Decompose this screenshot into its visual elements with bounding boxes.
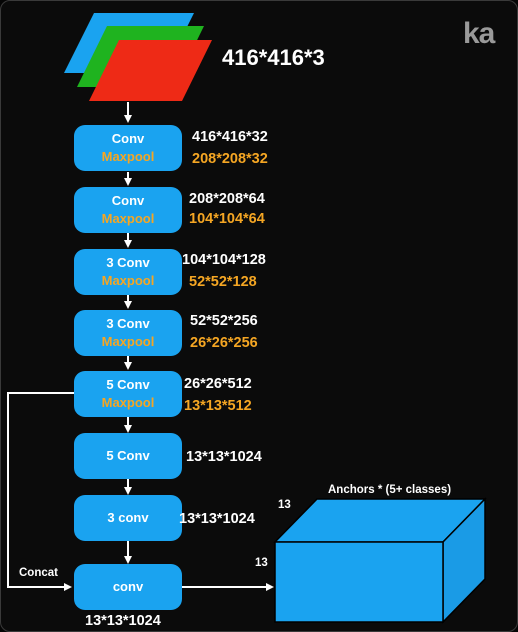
output-tensor-title: Anchors * (5+ classes) (328, 484, 452, 496)
final-conv-output: 13*13*1024 (85, 613, 161, 629)
block-7-output: 13*13*1024 (179, 511, 255, 527)
block-1-pool-label: Maxpool (101, 149, 155, 164)
conv-maxpool-block-5: 5 Conv Maxpool (74, 371, 182, 417)
block-3-output: 104*104*128 (182, 252, 266, 268)
output-tensor-cube (273, 497, 487, 624)
block-5-pool-label: Maxpool (101, 395, 155, 410)
block-4-label: 3 Conv (106, 316, 150, 331)
block-3-label: 3 Conv (106, 255, 150, 270)
output-height-label: 13 (255, 557, 268, 569)
input-dims-label: 416*416*3 (222, 45, 325, 70)
input-layer-red (89, 40, 212, 101)
conv-block-7: 3 conv (74, 495, 182, 541)
conv-maxpool-block-3: 3 Conv Maxpool (74, 249, 182, 295)
output-depth-label: 13 (278, 499, 291, 511)
block-3-pool-output: 52*52*128 (189, 274, 257, 290)
block-2-output: 208*208*64 (189, 191, 265, 207)
block-6-output: 13*13*1024 (186, 449, 262, 465)
block-5-label: 5 Conv (106, 377, 150, 392)
block-2-label: Conv (111, 193, 145, 208)
block-7-label: 3 conv (107, 510, 149, 525)
conv-block-6: 5 Conv (74, 433, 182, 479)
flow-arrows (7, 102, 274, 591)
conv-maxpool-block-1: Conv Maxpool (74, 125, 182, 171)
final-conv-label: conv (112, 579, 144, 594)
block-2-pool-label: Maxpool (101, 211, 155, 226)
block-1-output: 416*416*32 (192, 129, 268, 145)
block-2-pool-output: 104*104*64 (189, 211, 265, 227)
block-5-output: 26*26*512 (184, 376, 252, 392)
block-5-pool-output: 13*13*512 (184, 398, 252, 414)
block-4-output: 52*52*256 (190, 313, 258, 329)
logo-watermark: ka (463, 17, 495, 50)
concat-label: Concat (19, 567, 58, 579)
final-conv-block: conv (74, 564, 182, 610)
block-4-pool-output: 26*26*256 (190, 335, 258, 351)
conv-maxpool-block-2: Conv Maxpool (74, 187, 182, 233)
block-3-pool-label: Maxpool (101, 273, 155, 288)
block-1-label: Conv (111, 131, 145, 146)
block-4-pool-label: Maxpool (101, 334, 155, 349)
block-6-label: 5 Conv (106, 448, 150, 463)
block-1-pool-output: 208*208*32 (192, 151, 268, 167)
conv-maxpool-block-4: 3 Conv Maxpool (74, 310, 182, 356)
